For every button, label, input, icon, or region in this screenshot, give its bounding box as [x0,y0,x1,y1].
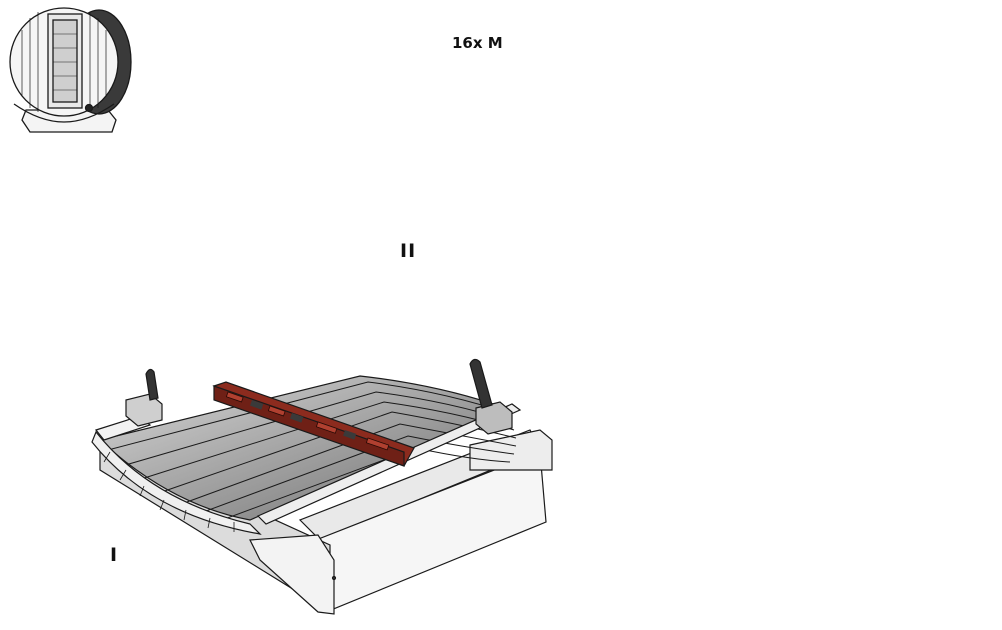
step-two-label: II [400,240,417,262]
assembly-step-one [91,358,553,615]
screw-count-label: 16x M [452,34,503,52]
sauna-barrel-icon [9,7,132,133]
spirit-level-icon [212,381,415,467]
step-one-label: I [110,544,118,566]
mallet-icon [469,358,513,435]
mallet-icon [125,368,163,427]
